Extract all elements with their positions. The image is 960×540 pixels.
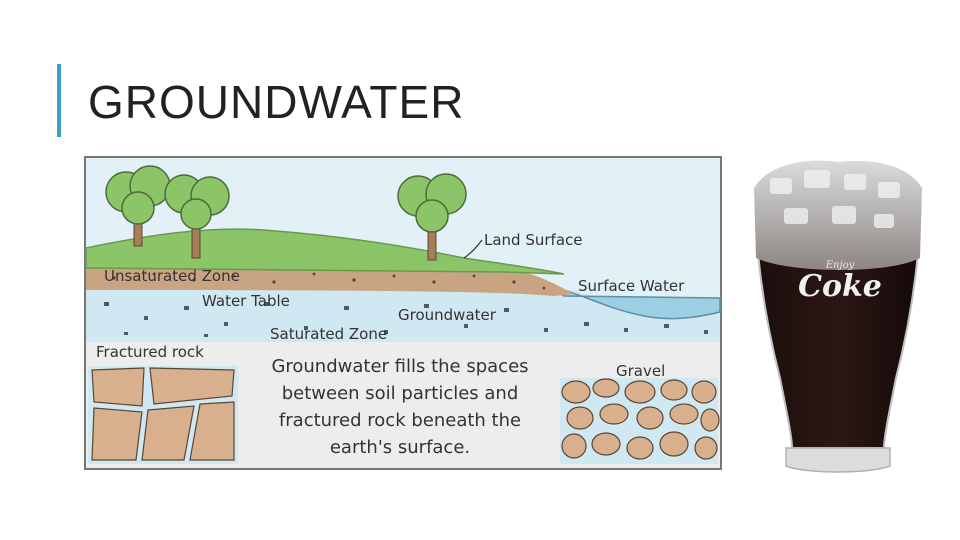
- groundwater-diagram-svg: Land Surface Unsaturated Zone Surface Wa…: [84, 156, 722, 470]
- label-fractured-rock: Fractured rock: [96, 343, 204, 361]
- caption-line-2: between soil particles and: [282, 383, 519, 404]
- label-unsaturated-zone: Unsaturated Zone: [104, 267, 240, 285]
- slide-title: GROUNDWATER: [88, 76, 465, 128]
- coke-glass-photo: Enjoy Coke: [740, 148, 936, 480]
- label-surface-water: Surface Water: [578, 277, 685, 295]
- soil-particles: [112, 272, 546, 290]
- land-surface-leader: [463, 239, 483, 259]
- caption-line-3: fractured rock beneath the: [279, 410, 521, 431]
- glass-brand: Coke: [798, 269, 882, 304]
- caption-line-4: earth's surface.: [330, 437, 470, 458]
- surface-water-pond: [553, 287, 721, 320]
- caption-line-1: Groundwater fills the spaces: [271, 356, 528, 377]
- label-groundwater: Groundwater: [398, 306, 497, 324]
- label-gravel: Gravel: [616, 362, 665, 380]
- ice-highlights: [770, 170, 900, 228]
- fractured-rock-illustration: [88, 366, 238, 464]
- label-saturated-zone: Saturated Zone: [270, 325, 387, 343]
- glass-brand-small: Enjoy: [825, 260, 855, 271]
- label-land-surface: Land Surface: [484, 231, 583, 249]
- saturated-zone-layer: [86, 288, 720, 342]
- land-surface-hill: [85, 228, 565, 275]
- gravel-illustration: [560, 378, 720, 464]
- tree-right: [397, 173, 467, 261]
- glass-base: [785, 447, 891, 473]
- label-water-table: Water Table: [202, 292, 290, 310]
- tree-middle: [164, 174, 230, 259]
- groundwater-diagram: Land Surface Unsaturated Zone Surface Wa…: [84, 156, 722, 470]
- title-accent-bar: [57, 64, 61, 137]
- coke-glass-svg: Enjoy Coke: [740, 148, 936, 480]
- saturated-particles: [104, 302, 708, 337]
- tree-left: [105, 165, 171, 247]
